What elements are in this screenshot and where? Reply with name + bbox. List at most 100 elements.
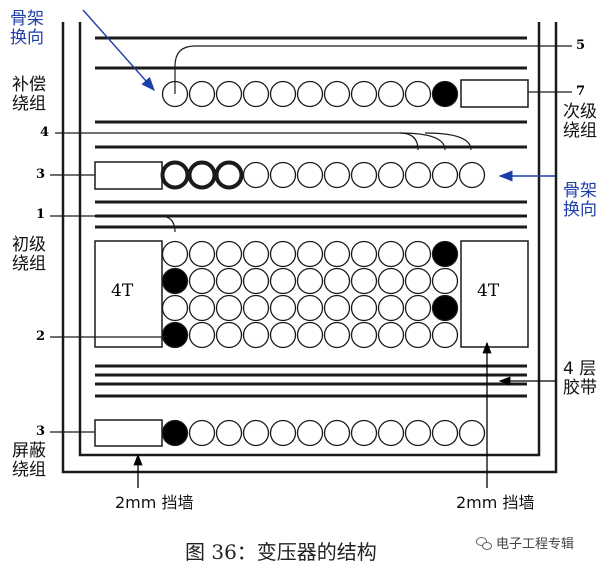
wire-secondary-5: [296, 161, 324, 189]
bobbin-reverse-label-right: 骨架 换向: [563, 181, 597, 220]
wire-secondary-11: [458, 161, 486, 189]
left-4t-label: 4T: [111, 281, 134, 301]
wire-compensation-5: [296, 80, 324, 108]
wire-primary-1-6: [323, 240, 351, 268]
watermark: 电子工程专辑: [476, 533, 574, 552]
wire-primary-1-1: [188, 240, 216, 268]
wire-primary-3-5: [296, 294, 324, 322]
wire-primary-3-7: [350, 294, 378, 322]
primary-winding-label: 初级 绕组: [12, 235, 46, 274]
wire-primary-2-2: [215, 267, 243, 295]
wire-shield-1: [188, 419, 216, 447]
bobbin-inner-wall: [78, 22, 541, 457]
wire-compensation-4: [269, 80, 297, 108]
wire-secondary-8: [377, 161, 405, 189]
wire-primary-4-1: [188, 321, 216, 349]
shield-winding-label: 屏蔽 绕组: [12, 441, 46, 480]
wire-primary-4-10: [431, 321, 459, 349]
secondary-winding-label: 次级 绕组: [563, 102, 597, 141]
tape-label: 4 层 胶带: [563, 359, 597, 398]
wire-primary-4-5: [296, 321, 324, 349]
wire-primary-3-3: [242, 294, 270, 322]
pin-2-label: 2: [36, 329, 46, 344]
wire-primary-1-8: [377, 240, 405, 268]
wire-secondary-0: [160, 160, 190, 190]
wire-secondary-6: [323, 161, 351, 189]
wire-shield-10: [431, 419, 459, 447]
wire-secondary-3: [242, 161, 270, 189]
figure-caption: 图 36：变压器的结构: [185, 540, 377, 564]
wire-primary-3-0: [161, 294, 189, 322]
wire-compensation-1: [188, 80, 216, 108]
wire-primary-1-7: [350, 240, 378, 268]
pin-3-bottom-label: 3: [36, 424, 46, 439]
right-4t-label: 4T: [477, 281, 500, 301]
wire-primary-3-10: [431, 294, 459, 322]
wire-compensation-2: [215, 80, 243, 108]
wire-secondary-4: [269, 161, 297, 189]
shield-terminal-block: [94, 419, 163, 447]
pin-5-label: 5: [576, 38, 586, 53]
windings: [160, 80, 486, 447]
secondary-terminal-block: [94, 161, 163, 190]
wire-primary-4-2: [215, 321, 243, 349]
wire-shield-2: [215, 419, 243, 447]
wire-shield-6: [323, 419, 351, 447]
pin-1-label: 1: [36, 207, 46, 222]
wire-primary-3-4: [269, 294, 297, 322]
pin-4-label: 4: [40, 125, 50, 140]
bobbin-reverse-arrow-top: [82, 9, 155, 92]
wire-primary-1-3: [242, 240, 270, 268]
wire-shield-5: [296, 419, 324, 447]
wire-shield-4: [269, 419, 297, 447]
wire-shield-3: [242, 419, 270, 447]
bobbin-outer-wall: [61, 22, 558, 474]
wire-compensation-7: [350, 80, 378, 108]
wire-primary-3-9: [404, 294, 432, 322]
wire-shield-0: [161, 419, 189, 447]
wire-primary-1-9: [404, 240, 432, 268]
wire-primary-2-4: [269, 267, 297, 295]
wire-primary-2-9: [404, 267, 432, 295]
wire-primary-2-10: [431, 267, 459, 295]
wire-primary-3-1: [188, 294, 216, 322]
wire-primary-4-3: [242, 321, 270, 349]
wire-shield-8: [377, 419, 405, 447]
wire-secondary-9: [404, 161, 432, 189]
wire-primary-4-7: [350, 321, 378, 349]
wire-primary-4-8: [377, 321, 405, 349]
wire-compensation-8: [377, 80, 405, 108]
wire-compensation-6: [323, 80, 351, 108]
comp-winding-label: 补偿 绕组: [12, 75, 46, 114]
wire-primary-3-6: [323, 294, 351, 322]
right-4t-block: [460, 240, 529, 348]
wire-primary-4-0: [161, 321, 189, 349]
wire-primary-2-6: [323, 267, 351, 295]
wire-primary-2-3: [242, 267, 270, 295]
wire-compensation-3: [242, 80, 270, 108]
wire-primary-3-2: [215, 294, 243, 322]
wire-primary-2-7: [350, 267, 378, 295]
wire-secondary-10: [431, 161, 459, 189]
wire-primary-2-0: [161, 267, 189, 295]
wire-compensation-10: [431, 80, 459, 108]
wire-primary-2-1: [188, 267, 216, 295]
wechat-icon: [476, 536, 492, 550]
pin-7-label: 7: [576, 84, 586, 99]
wire-compensation-9: [404, 80, 432, 108]
lead-lines: [50, 45, 572, 433]
wire-secondary-7: [350, 161, 378, 189]
left-wall-label: 2mm 挡墙: [115, 493, 194, 512]
wire-primary-1-0: [161, 240, 189, 268]
wire-primary-1-10: [431, 240, 459, 268]
wire-primary-1-5: [296, 240, 324, 268]
wire-primary-1-2: [215, 240, 243, 268]
comp-terminal-block: [460, 79, 529, 108]
right-wall-label: 2mm 挡墙: [456, 493, 535, 512]
wire-primary-1-4: [269, 240, 297, 268]
bobbin-reverse-label-top: 骨架 换向: [10, 9, 44, 48]
wire-shield-7: [350, 419, 378, 447]
wire-shield-11: [458, 419, 486, 447]
